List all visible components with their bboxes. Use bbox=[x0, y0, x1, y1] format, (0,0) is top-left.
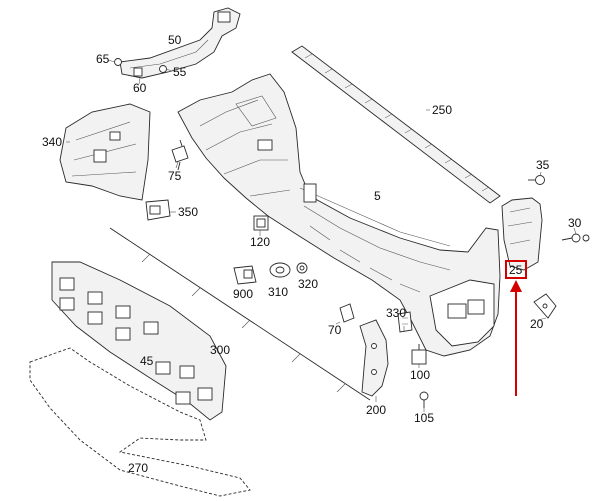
label-75: 75 bbox=[168, 169, 182, 183]
label-310: 310 bbox=[268, 285, 288, 299]
part-75-clip bbox=[171, 139, 189, 171]
part-300-boundary-line bbox=[109, 227, 371, 401]
label-25: 25 bbox=[509, 263, 523, 277]
label-65: 65 bbox=[96, 52, 110, 66]
part-45-energy-absorber bbox=[51, 261, 227, 421]
label-120: 120 bbox=[250, 235, 270, 249]
label-35: 35 bbox=[536, 158, 550, 172]
label-900: 900 bbox=[233, 287, 253, 301]
part-320-ring bbox=[296, 262, 308, 274]
label-270: 270 bbox=[128, 461, 148, 475]
label-70: 70 bbox=[328, 323, 342, 337]
part-25-highlight-box bbox=[505, 260, 527, 279]
label-200: 200 bbox=[366, 403, 386, 417]
part-25-bracket bbox=[501, 197, 543, 271]
label-45: 45 bbox=[140, 354, 154, 368]
part-60-clip bbox=[133, 67, 143, 77]
label-50: 50 bbox=[168, 33, 182, 47]
part-250-trim-strip bbox=[291, 45, 501, 204]
part-labels: 5 20 25 30 35 45 50 55 60 65 70 75 100 1… bbox=[42, 33, 582, 475]
label-330: 330 bbox=[386, 306, 406, 320]
label-320: 320 bbox=[298, 277, 318, 291]
label-20: 20 bbox=[530, 317, 544, 331]
leader-lines bbox=[66, 59, 577, 412]
part-310-sensor-holder bbox=[269, 262, 291, 278]
part-5-bumper-cover bbox=[177, 73, 501, 357]
label-100: 100 bbox=[410, 368, 430, 382]
part-340-side-panel bbox=[59, 103, 151, 201]
label-340: 340 bbox=[42, 135, 62, 149]
label-105: 105 bbox=[414, 411, 434, 425]
part-100-nut bbox=[411, 344, 427, 365]
label-300: 300 bbox=[210, 343, 230, 357]
label-350: 350 bbox=[178, 205, 198, 219]
part-350-cover bbox=[145, 199, 171, 221]
label-60: 60 bbox=[133, 81, 147, 95]
part-105-screw bbox=[419, 391, 429, 408]
label-55: 55 bbox=[173, 65, 187, 79]
label-250: 250 bbox=[432, 103, 452, 117]
part-200-bracket bbox=[359, 319, 389, 397]
part-70-clip bbox=[339, 303, 355, 323]
part-50-bracket bbox=[119, 7, 241, 79]
part-20-bracket bbox=[533, 293, 557, 319]
part-30-screw bbox=[561, 233, 590, 243]
part-270-underbody-panel bbox=[29, 347, 251, 497]
part-120-clip bbox=[253, 215, 269, 231]
highlight-arrow-icon bbox=[510, 280, 522, 396]
part-55-nut bbox=[159, 65, 167, 73]
label-5: 5 bbox=[374, 189, 381, 203]
part-330-bracket bbox=[397, 311, 413, 333]
part-900-sensor bbox=[233, 265, 257, 285]
part-65-screw bbox=[114, 58, 122, 66]
label-30: 30 bbox=[568, 216, 582, 230]
part-35-screw bbox=[528, 175, 545, 185]
